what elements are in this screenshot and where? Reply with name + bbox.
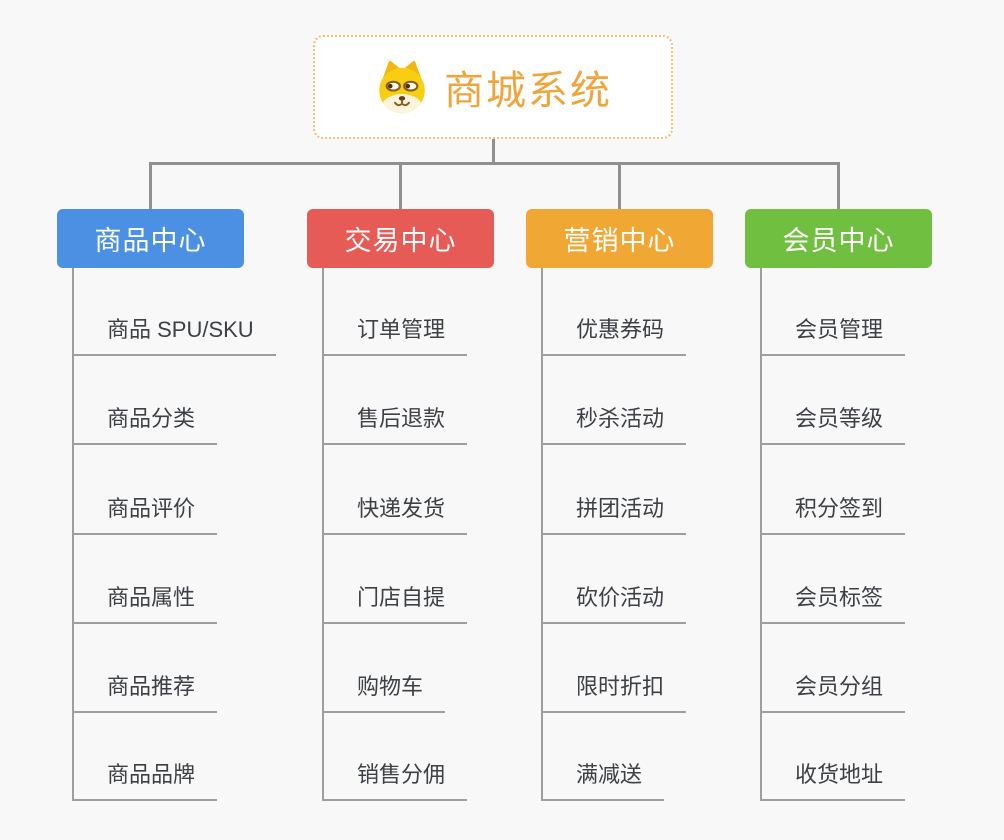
connector-drop-line (399, 162, 402, 209)
leaf-node[interactable]: 积分签到 (761, 492, 906, 535)
leaf-node[interactable]: 商品品牌 (73, 758, 218, 801)
leaf-node[interactable]: 订单管理 (323, 313, 468, 356)
root-node-title: 商城系统 (444, 69, 612, 113)
branch-marketing-center: 营销中心 优惠券码 秒杀活动 拼团活动 砍价活动 限时折扣 满减送 (526, 209, 713, 801)
leaf-node[interactable]: 购物车 (323, 670, 446, 713)
leaf-node[interactable]: 会员分组 (761, 670, 906, 713)
branch-product-center: 商品中心 商品 SPU/SKU 商品分类 商品评价 商品属性 商品推荐 商品品牌 (57, 209, 276, 801)
leaf-node[interactable]: 商品推荐 (73, 670, 218, 713)
leaf-node[interactable]: 会员等级 (761, 402, 906, 445)
leaf-node[interactable]: 商品评价 (73, 492, 218, 535)
leaf-node[interactable]: 商品分类 (73, 402, 218, 445)
branch-member-center: 会员中心 会员管理 会员等级 积分签到 会员标签 会员分组 收货地址 (745, 209, 932, 801)
branch-node-member-center[interactable]: 会员中心 (745, 209, 932, 268)
connector-drop-line (618, 162, 621, 209)
leaf-node[interactable]: 商品属性 (73, 581, 218, 624)
leaf-node[interactable]: 会员标签 (761, 581, 906, 624)
leaf-node[interactable]: 销售分佣 (323, 758, 468, 801)
leaf-node[interactable]: 快递发货 (323, 492, 468, 535)
branch-node-trade-center[interactable]: 交易中心 (307, 209, 494, 268)
leaf-node[interactable]: 门店自提 (323, 581, 468, 624)
leaf-node[interactable]: 优惠券码 (542, 313, 687, 356)
leaf-node[interactable]: 秒杀活动 (542, 402, 687, 445)
leaf-node[interactable]: 会员管理 (761, 313, 906, 356)
leaf-node[interactable]: 商品 SPU/SKU (73, 313, 276, 356)
connector-root-stub (492, 139, 495, 165)
connector-drop-line (149, 162, 152, 209)
leaf-node[interactable]: 拼团活动 (542, 492, 687, 535)
root-node[interactable]: 商城系统 (313, 35, 673, 139)
shiba-dog-icon (379, 60, 425, 114)
connector-drop-line (837, 162, 840, 209)
leaf-node[interactable]: 砍价活动 (542, 581, 687, 624)
branch-node-product-center[interactable]: 商品中心 (57, 209, 244, 268)
leaf-node[interactable]: 收货地址 (761, 758, 906, 801)
leaf-node[interactable]: 售后退款 (323, 402, 468, 445)
branch-trade-center: 交易中心 订单管理 售后退款 快递发货 门店自提 购物车 销售分佣 (307, 209, 494, 801)
branch-node-marketing-center[interactable]: 营销中心 (526, 209, 713, 268)
leaf-node[interactable]: 限时折扣 (542, 670, 687, 713)
leaf-node[interactable]: 满减送 (542, 758, 665, 801)
connector-bus-line (149, 162, 840, 165)
